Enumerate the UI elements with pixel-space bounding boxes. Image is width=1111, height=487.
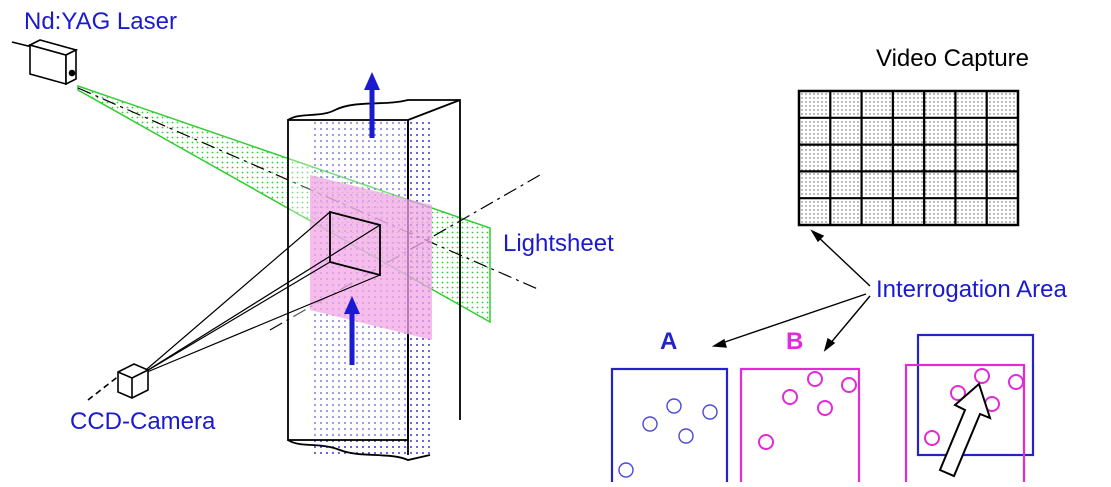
label-video-capture: Video Capture <box>876 45 1029 72</box>
label-camera: CCD-Camera <box>70 408 216 435</box>
label-lightsheet: Lightsheet <box>503 230 614 257</box>
camera-icon <box>87 363 149 401</box>
measurement-plane <box>310 175 432 340</box>
label-frame-a: A <box>660 328 678 355</box>
displacement-arrow-icon <box>938 382 992 478</box>
optical-axis-line <box>77 87 541 291</box>
frame-a <box>610 367 729 487</box>
label-frame-b: B <box>786 328 804 355</box>
frame-b <box>739 367 861 487</box>
video-capture-grid <box>797 89 1020 227</box>
label-interrogation-area: Interrogation Area <box>876 276 1067 303</box>
camera-sightlines <box>139 211 381 376</box>
laser-icon <box>11 39 79 86</box>
overlay-frames <box>904 333 1035 487</box>
flow-arrows <box>344 72 380 365</box>
pointer-arrows <box>711 229 871 352</box>
label-laser: Nd:YAG Laser <box>24 8 177 35</box>
